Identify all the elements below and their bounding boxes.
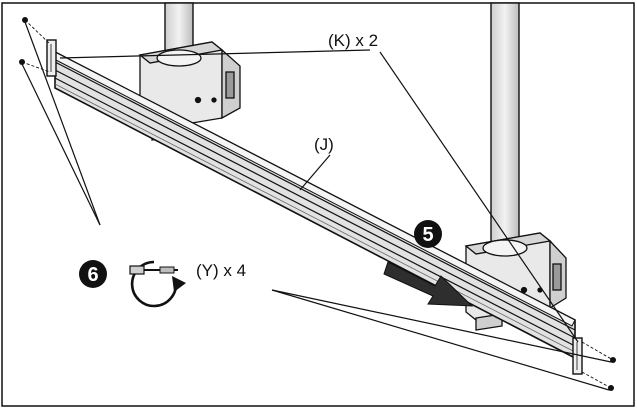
label-y: (Y) x 4 [196, 261, 246, 280]
leader-lines-k [59, 49, 579, 343]
label-j: (J) [314, 135, 334, 154]
step-6-badge: 6 [79, 260, 107, 288]
screw-guide-lines [21, 19, 614, 389]
leader-line-j [299, 154, 331, 191]
right-pole [490, 2, 520, 254]
leader-lines-y [21, 21, 612, 391]
step-6-number: 6 [87, 264, 98, 286]
screw-y-bottom-right [608, 385, 614, 391]
label-k: (K) x 2 [328, 31, 378, 50]
direction-arrow-icon [383, 261, 474, 307]
screwdriver-rotation-icon [129, 260, 186, 308]
step-5-badge: 5 [414, 220, 442, 248]
end-cap-k-left [46, 39, 57, 77]
step-5-number: 5 [422, 224, 433, 246]
